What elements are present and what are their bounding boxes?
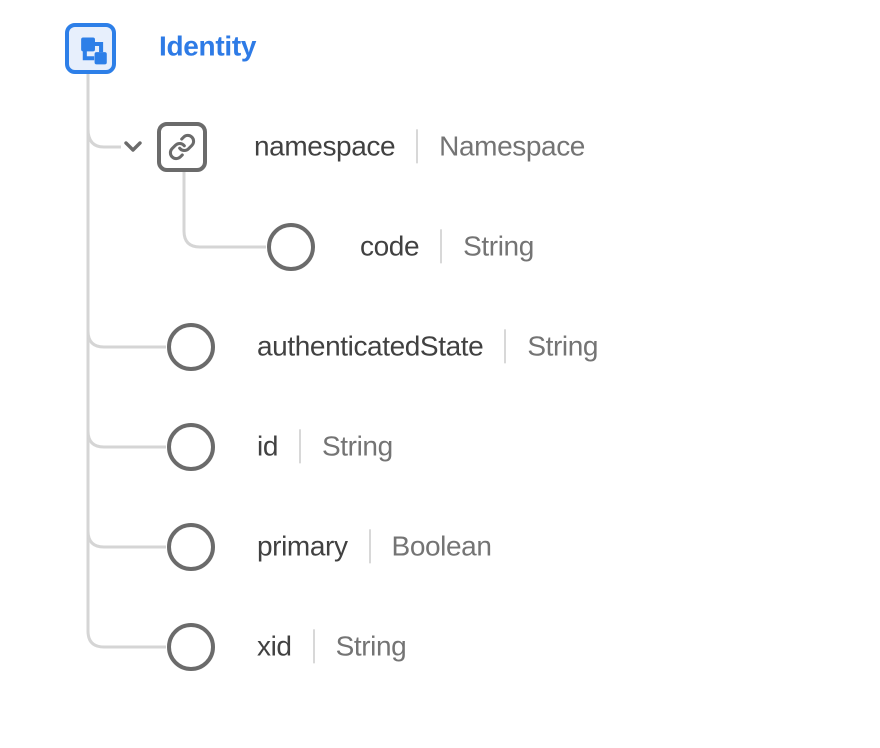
field-type: String xyxy=(322,430,393,462)
field-circle-id[interactable] xyxy=(167,423,215,471)
field-row-namespace[interactable]: namespace Namespace xyxy=(254,129,585,164)
field-type: String xyxy=(335,630,407,662)
name-type-divider xyxy=(312,629,315,664)
field-name: code xyxy=(360,230,420,262)
field-row-xid[interactable]: xid String xyxy=(257,629,407,664)
field-circle-code[interactable] xyxy=(267,223,315,271)
field-name: namespace xyxy=(254,130,396,162)
field-type: Boolean xyxy=(391,530,492,562)
schema-root-node[interactable] xyxy=(65,23,116,74)
field-name: authenticatedState xyxy=(257,330,484,362)
collapse-toggle[interactable] xyxy=(123,140,143,154)
field-type: String xyxy=(527,330,599,362)
link-icon xyxy=(168,133,196,161)
field-type: String xyxy=(463,230,534,262)
name-type-divider xyxy=(368,529,371,564)
field-circle-xid[interactable] xyxy=(167,623,215,671)
field-circle-primary[interactable] xyxy=(167,523,215,571)
field-row-code[interactable]: code String xyxy=(360,229,534,264)
schema-icon xyxy=(81,37,107,65)
field-name: primary xyxy=(257,530,348,562)
namespace-object-node[interactable] xyxy=(157,122,207,172)
chevron-down-icon xyxy=(124,141,142,152)
field-row-primary[interactable]: primary Boolean xyxy=(257,529,492,564)
name-type-divider xyxy=(504,329,507,364)
schema-root-label[interactable]: Identity xyxy=(159,30,257,62)
name-type-divider xyxy=(440,229,443,264)
field-row-id[interactable]: id String xyxy=(257,429,393,464)
field-name: id xyxy=(257,430,278,462)
field-row-authenticatedstate[interactable]: authenticatedState String xyxy=(257,329,599,364)
field-circle-authenticatedstate[interactable] xyxy=(167,323,215,371)
field-name: xid xyxy=(257,630,292,662)
field-type: Namespace xyxy=(439,130,585,162)
name-type-divider xyxy=(416,129,419,164)
name-type-divider xyxy=(299,429,301,464)
